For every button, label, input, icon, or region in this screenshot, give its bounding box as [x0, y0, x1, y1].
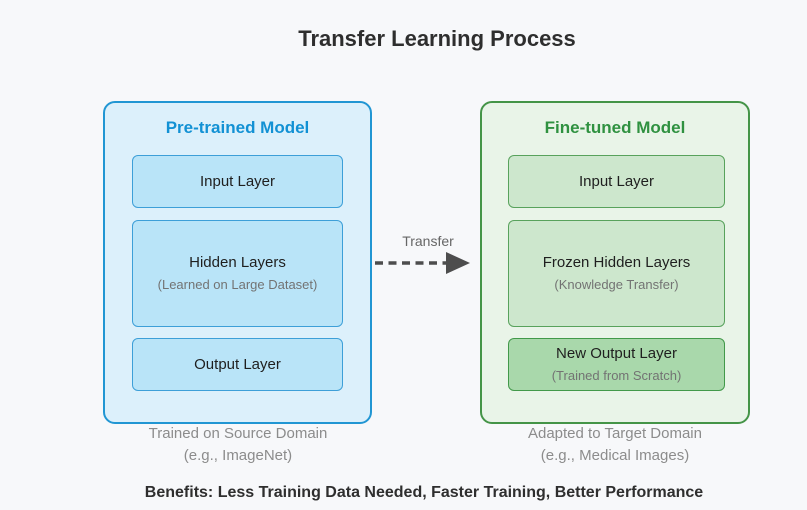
- layer-label: Hidden Layers: [189, 254, 286, 272]
- pretrained-hidden-layers-node: Hidden Layers (Learned on Large Dataset): [132, 220, 343, 327]
- pretrained-input-layer-node: Input Layer: [132, 155, 343, 208]
- caption-line: Adapted to Target Domain: [527, 425, 702, 442]
- caption-line: (e.g., Medical Images): [540, 447, 690, 464]
- transfer-arrow-label: Transfer: [402, 233, 454, 249]
- pretrained-output-layer-node: Output Layer: [132, 338, 343, 391]
- finetuned-model-title: Fine-tuned Model: [544, 118, 686, 137]
- layer-label: Output Layer: [194, 355, 281, 373]
- layer-sublabel: (Learned on Large Dataset): [157, 276, 318, 292]
- layer-label: New Output Layer: [556, 345, 677, 363]
- finetuned-new-output-layer-node: New Output Layer (Trained from Scratch): [508, 338, 725, 391]
- caption-line: (e.g., ImageNet): [183, 447, 293, 464]
- layer-label: Input Layer: [578, 172, 655, 190]
- layer-label: Frozen Hidden Layers: [542, 254, 691, 272]
- benefits-text: Benefits: Less Training Data Needed, Fas…: [144, 484, 704, 501]
- pretrained-model-panel: Pre-trained Model Input Layer Hidden Lay…: [103, 101, 372, 424]
- layer-sublabel: (Trained from Scratch): [551, 367, 682, 383]
- layer-sublabel: (Knowledge Transfer): [554, 276, 679, 292]
- layer-label: Input Layer: [199, 172, 276, 190]
- finetuned-input-layer-node: Input Layer: [508, 155, 725, 208]
- pretrained-model-title: Pre-trained Model: [165, 118, 310, 137]
- finetuned-model-caption: Adapted to Target Domain (e.g., Medical …: [485, 423, 745, 467]
- pretrained-model-caption: Trained on Source Domain (e.g., ImageNet…: [108, 423, 368, 467]
- finetuned-model-panel: Fine-tuned Model Input Layer Frozen Hidd…: [480, 101, 750, 424]
- diagram-title: Transfer Learning Process: [298, 26, 576, 51]
- transfer-arrow-icon: [375, 252, 470, 274]
- finetuned-frozen-hidden-layers-node: Frozen Hidden Layers (Knowledge Transfer…: [508, 220, 725, 327]
- caption-line: Trained on Source Domain: [148, 425, 328, 442]
